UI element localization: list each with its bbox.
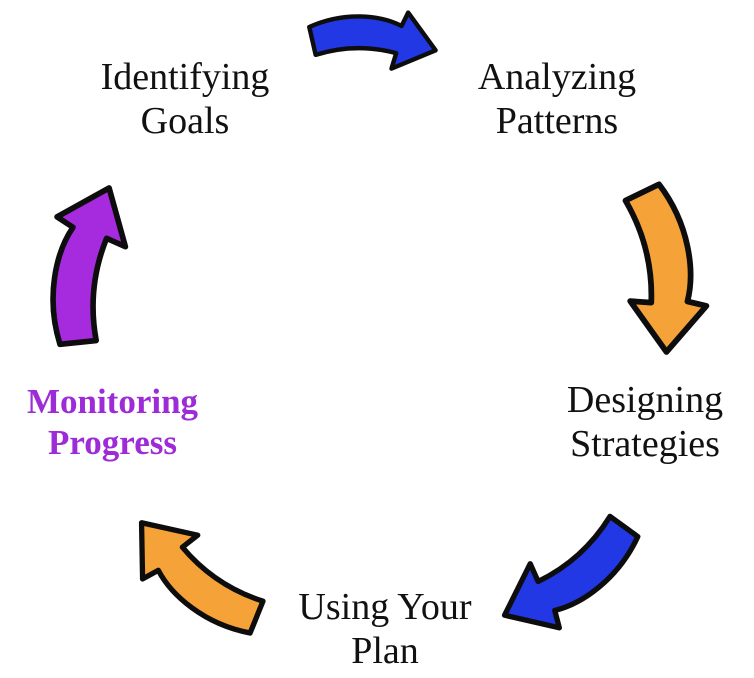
- arrow-patterns-to-strategies-icon: [579, 165, 726, 374]
- arrow-shape: [622, 181, 710, 355]
- node-label-line1: Designing: [566, 379, 724, 421]
- node-label-line2: Progress: [48, 422, 177, 462]
- arrow-shape: [501, 513, 641, 631]
- arrow-strategies-to-plan-icon: [463, 472, 668, 665]
- arrow-plan-to-monitoring-icon: [100, 474, 305, 667]
- node-designing-strategies: Designing Strategies: [545, 378, 745, 466]
- arrow-shape: [307, 10, 438, 71]
- node-label-line1: Analyzing: [477, 56, 637, 98]
- node-label-line1: Monitoring: [26, 382, 199, 421]
- arrow-goals-to-patterns-icon: [296, 0, 447, 95]
- arrow-shape: [138, 520, 266, 636]
- node-label-line2: Strategies: [570, 423, 720, 466]
- node-using-your-plan: Using Your Plan: [280, 585, 490, 673]
- node-label-line2: Patterns: [495, 100, 619, 143]
- node-analyzing-patterns: Analyzing Patterns: [462, 55, 652, 143]
- arrow-monitoring-to-goals-icon: [23, 166, 166, 370]
- node-label-line1: Using Your: [298, 586, 472, 628]
- node-label-line1: Identifying: [100, 56, 270, 98]
- node-monitoring-progress: Monitoring Progress: [0, 382, 225, 463]
- node-identifying-goals: Identifying Goals: [80, 55, 290, 143]
- node-label-line2: Plan: [351, 630, 419, 673]
- node-label-line2: Goals: [140, 100, 230, 143]
- arrow-shape: [50, 185, 129, 348]
